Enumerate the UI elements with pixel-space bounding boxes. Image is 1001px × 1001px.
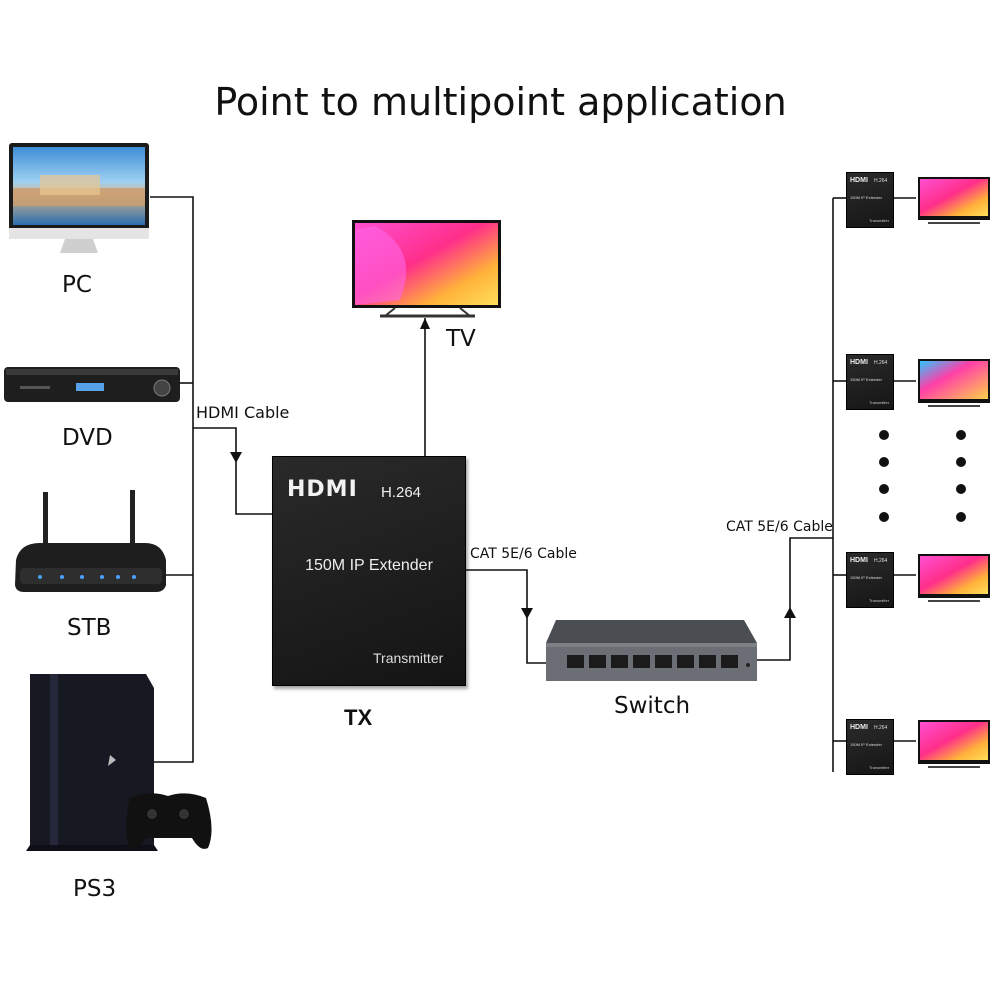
receiver-codec: H.264 [874, 178, 888, 184]
receiver-model: 150M IP Extender [850, 377, 882, 382]
tv-icon [918, 720, 990, 768]
receiver-role: Transmitter [869, 765, 890, 770]
ellipsis-dot [879, 512, 889, 522]
ellipsis-dot [956, 457, 966, 467]
cat-cable-label-left: CAT 5E/6 Cable [470, 546, 577, 562]
transmitter-codec: H.264 [381, 484, 422, 501]
receiver-model: 150M IP Extender [850, 575, 882, 580]
receiver-device: HDMI H.264 150M IP Extender Transmitter [846, 719, 894, 775]
receiver-codec: H.264 [874, 558, 888, 564]
transmitter-device: HDMI H.264 150M IP Extender Transmitter [272, 456, 466, 686]
receiver-codec: H.264 [874, 725, 888, 731]
router-icon [15, 490, 166, 592]
hdmi-logo: HDMI [287, 477, 358, 502]
label-tv: TV [446, 326, 476, 352]
receiver-role: Transmitter [869, 218, 890, 223]
dvd-player-icon [4, 367, 180, 402]
receiver-model: 150M IP Extender [850, 195, 882, 200]
label-pc: PC [62, 272, 92, 298]
hdmi-logo: HDMI [850, 557, 868, 564]
tv-icon [918, 359, 990, 407]
network-switch-icon [546, 620, 757, 681]
arrow-down-icon [521, 608, 533, 619]
transmitter-model: 150M IP Extender [305, 557, 433, 574]
label-switch: Switch [614, 693, 691, 719]
receiver-role: Transmitter [869, 598, 890, 603]
tx-caption: TX [344, 705, 373, 730]
receiver-role: Transmitter [869, 400, 890, 405]
transmitter-role: Transmitter [373, 650, 444, 666]
receiver-model: 150M IP Extender [850, 742, 882, 747]
hdmi-logo: HDMI [850, 177, 868, 184]
tv-icon [918, 554, 990, 602]
tv-icon [918, 177, 990, 224]
receiver-codec: H.264 [874, 360, 888, 366]
ellipsis-dot [956, 430, 966, 440]
hdmi-cable-label: HDMI Cable [196, 403, 290, 422]
ellipsis-dot [956, 512, 966, 522]
tv-icon [352, 220, 501, 318]
receiver-device: HDMI H.264 150M IP Extender Transmitter [846, 354, 894, 410]
receiver-device: HDMI H.264 150M IP Extender Transmitter [846, 552, 894, 608]
ellipsis-dot [879, 484, 889, 494]
cat-cable-label-right: CAT 5E/6 Cable [726, 519, 833, 535]
game-console-icon [26, 674, 212, 851]
receiver-device: HDMI H.264 150M IP Extender Transmitter [846, 172, 894, 228]
monitor-icon [9, 143, 149, 253]
label-stb: STB [67, 615, 112, 641]
arrow-up-icon [784, 607, 796, 618]
arrow-up-icon [420, 318, 430, 329]
hdmi-logo: HDMI [850, 359, 868, 366]
arrow-down-icon [230, 452, 242, 463]
label-dvd: DVD [62, 425, 113, 451]
ellipsis-dot [879, 457, 889, 467]
hdmi-logo: HDMI [850, 724, 868, 731]
ellipsis-dot [956, 484, 966, 494]
diagram-title: Point to multipoint application [214, 80, 787, 124]
label-ps3: PS3 [73, 876, 117, 902]
ellipsis-dot [879, 430, 889, 440]
